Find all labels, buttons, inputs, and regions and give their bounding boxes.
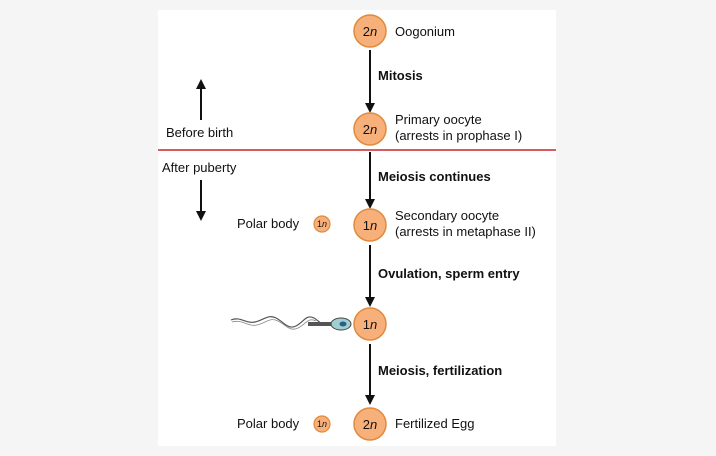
- sperm-icon: [230, 316, 352, 331]
- step-mitosis: Mitosis: [378, 68, 423, 83]
- polar-body-2: 1n: [313, 415, 331, 433]
- secondary-oocyte-note: (arrests in metaphase II): [395, 224, 536, 239]
- fertilized-egg-label: Fertilized Egg: [395, 416, 474, 431]
- primary-oocyte-note: (arrests in prophase I): [395, 128, 522, 143]
- svg-text:1n: 1n: [317, 419, 327, 429]
- svg-text:1n: 1n: [363, 218, 377, 233]
- polar-body-label: Polar body: [237, 216, 300, 231]
- svg-text:1n: 1n: [363, 317, 377, 332]
- primary-oocyte-label: Primary oocyte: [395, 112, 482, 127]
- step-ovulation: Ovulation, sperm entry: [378, 266, 520, 281]
- cell-primary-oocyte: 2n: [353, 112, 387, 146]
- svg-text:2n: 2n: [363, 122, 377, 137]
- step-meiosis-continues: Meiosis continues: [378, 169, 491, 184]
- svg-text:2n: 2n: [363, 417, 377, 432]
- cell-fertilizing-oocyte: 1n: [353, 307, 387, 341]
- before-birth-label: Before birth: [166, 125, 233, 140]
- cell-oogonium: 2n: [353, 14, 387, 48]
- cell-secondary-oocyte: 1n: [353, 208, 387, 242]
- after-puberty-label: After puberty: [162, 160, 237, 175]
- oogonium-label: Oogonium: [395, 24, 455, 39]
- step-fertilization: Meiosis, fertilization: [378, 363, 502, 378]
- secondary-oocyte-label: Secondary oocyte: [395, 208, 499, 223]
- polar-body-label: Polar body: [237, 416, 300, 431]
- svg-text:2n: 2n: [363, 24, 377, 39]
- svg-text:1n: 1n: [317, 219, 327, 229]
- polar-body-1: 1n: [313, 215, 331, 233]
- cell-fertilized-egg: 2n: [353, 407, 387, 441]
